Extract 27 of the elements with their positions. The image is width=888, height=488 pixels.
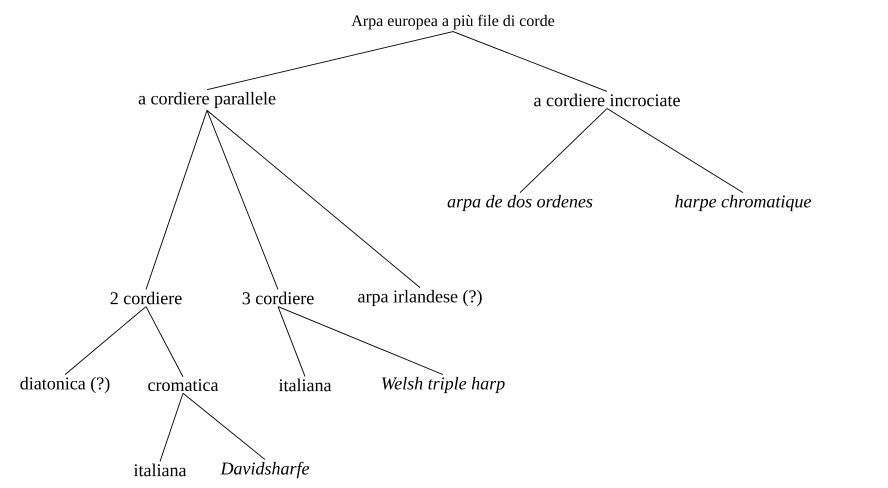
tree-line	[278, 306, 444, 376]
tree-label: diatonica (?)	[20, 376, 110, 394]
tree-label: 3 cordiere	[242, 292, 314, 304]
tree-label: Welsh triple harp	[382, 376, 505, 394]
tree-label: harpe chromatique	[675, 194, 812, 212]
tree-label: cromatica	[148, 378, 218, 392]
tree-line	[146, 306, 184, 378]
tree-line	[520, 108, 608, 194]
tree-label: a cordiere parallele	[138, 92, 276, 108]
tree-label: italiana	[134, 464, 186, 476]
tree-label: arpa irlandese (?)	[358, 290, 482, 306]
tree-label: 2 cordiere	[110, 292, 182, 304]
tree-label: Arpa europea a più file di corde	[351, 14, 554, 30]
tree-line	[606, 108, 744, 194]
tree-label: a cordiere incrociate	[534, 94, 680, 106]
tree-line	[206, 31, 454, 90]
tree-line	[146, 110, 208, 290]
tree-line	[160, 392, 184, 462]
tree-line	[206, 110, 278, 290]
tree-line	[64, 306, 146, 376]
tree-line	[278, 306, 306, 377]
tree-label: italiana	[278, 378, 332, 392]
tree-label: arpa de dos ordenes	[448, 194, 592, 212]
tree-line	[206, 110, 420, 288]
tree-line	[182, 392, 266, 460]
tree-line	[452, 31, 608, 92]
tree-label: Davidsharfe	[220, 462, 310, 478]
